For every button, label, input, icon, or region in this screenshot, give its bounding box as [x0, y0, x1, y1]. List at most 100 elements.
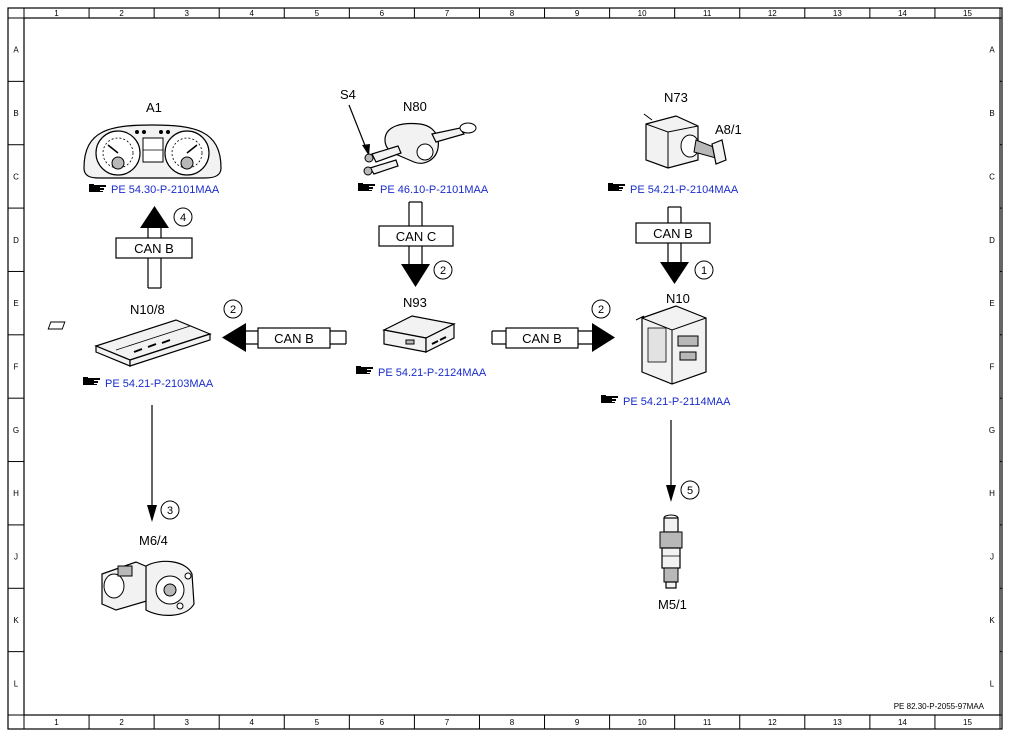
- a1-can-link: CAN B 4: [115, 206, 193, 289]
- left-can-link: CAN B 2: [222, 299, 347, 352]
- control-unit-n10-8: N10/8: [47, 302, 212, 367]
- control-unit-n10: N10: [635, 291, 707, 385]
- column-number: 11: [703, 9, 712, 18]
- column-number: 2: [119, 9, 124, 18]
- row-letter: K: [13, 616, 19, 625]
- row-letter: L: [14, 679, 19, 688]
- column-number: 3: [184, 718, 189, 727]
- row-letter: E: [13, 299, 18, 308]
- s4-label: S4: [340, 87, 356, 102]
- hand-pointer-icon: [356, 366, 373, 374]
- column-number: 8: [510, 9, 515, 18]
- n73-bus-label: CAN B: [653, 226, 693, 241]
- row-letter: E: [989, 299, 994, 308]
- n10-ref-text[interactable]: PE 54.21-P-2114MAA: [623, 396, 731, 408]
- a1-ref-text[interactable]: PE 54.30-P-2101MAA: [111, 184, 220, 196]
- column-number: 2: [119, 718, 124, 727]
- column-number: 13: [833, 718, 842, 727]
- column-number: 1: [54, 718, 59, 727]
- right-bus-label: CAN B: [522, 331, 562, 346]
- column-number: 5: [315, 718, 320, 727]
- n80-ref-text[interactable]: PE 46.10-P-2101MAA: [380, 184, 489, 196]
- column-number: 15: [963, 9, 972, 18]
- row-letter: F: [14, 363, 19, 372]
- n80-reference[interactable]: PE 46.10-P-2101MAA: [358, 183, 489, 196]
- sensor-m5-1: M5/1: [658, 514, 687, 612]
- column-number: 4: [250, 9, 255, 18]
- m5-1-label: M5/1: [658, 597, 687, 612]
- central-gateway-n93: N93: [382, 295, 456, 353]
- column-number: 5: [315, 9, 320, 18]
- n73-step-number: 1: [701, 265, 707, 277]
- column-number: 3: [184, 9, 189, 18]
- left-step-number: 2: [230, 304, 236, 316]
- left-bus-label: CAN B: [274, 331, 314, 346]
- column-number: 6: [380, 718, 385, 727]
- column-number: 15: [963, 718, 972, 727]
- right-step-number: 2: [598, 304, 604, 316]
- column-number: 14: [898, 9, 907, 18]
- n10-label: N10: [666, 291, 690, 306]
- m5-1-signal-line: 5: [666, 420, 700, 502]
- column-number: 9: [575, 718, 580, 727]
- column-number: 12: [768, 9, 777, 18]
- n93-reference[interactable]: PE 54.21-P-2124MAA: [356, 366, 487, 379]
- column-number: 9: [575, 9, 580, 18]
- row-letter: C: [13, 172, 19, 181]
- row-letter: G: [13, 426, 19, 435]
- row-letter: B: [13, 109, 18, 118]
- a1-reference[interactable]: PE 54.30-P-2101MAA: [89, 184, 220, 196]
- motor-m6-4: M6/4: [101, 533, 195, 616]
- n80-step-number: 2: [440, 265, 446, 277]
- row-letter: J: [14, 553, 18, 562]
- n73-can-link: CAN B 1: [635, 206, 714, 284]
- instrument-cluster-a1: A1: [83, 100, 222, 179]
- row-letter: D: [989, 236, 995, 245]
- ignition-switch-n73: N73 A8/1: [643, 90, 742, 169]
- n10-8-ref-text[interactable]: PE 54.21-P-2103MAA: [105, 378, 214, 390]
- m6-4-signal-line: 3: [147, 405, 180, 522]
- n93-ref-text[interactable]: PE 54.21-P-2124MAA: [378, 367, 487, 379]
- column-number: 7: [445, 718, 450, 727]
- m6-4-step-number: 3: [167, 505, 173, 517]
- n80-can-link: CAN C 2: [378, 201, 454, 287]
- n80-bus-label: CAN C: [396, 229, 436, 244]
- column-number: 10: [638, 718, 647, 727]
- hand-pointer-icon: [601, 395, 618, 403]
- column-number: 4: [250, 718, 255, 727]
- n73-ref-text[interactable]: PE 54.21-P-2104MAA: [630, 184, 739, 196]
- row-letter: G: [989, 426, 995, 435]
- column-number: 8: [510, 718, 515, 727]
- right-can-link: CAN B 2: [491, 299, 615, 352]
- column-number: 10: [638, 9, 647, 18]
- hand-pointer-icon: [83, 377, 100, 385]
- column-number: 14: [898, 718, 907, 727]
- a1-bus-label: CAN B: [134, 241, 174, 256]
- row-letter: K: [989, 616, 995, 625]
- row-letter: F: [990, 363, 995, 372]
- n10-reference[interactable]: PE 54.21-P-2114MAA: [601, 395, 731, 408]
- column-number: 6: [380, 9, 385, 18]
- drawing-frame: [7, 7, 1003, 730]
- column-number: 7: [445, 9, 450, 18]
- row-letter: H: [13, 489, 19, 498]
- row-letter: D: [13, 236, 19, 245]
- n10-8-reference[interactable]: PE 54.21-P-2103MAA: [83, 377, 214, 390]
- m5-1-step-number: 5: [687, 485, 693, 497]
- n80-label: N80: [403, 99, 427, 114]
- row-letter: L: [990, 679, 995, 688]
- a1-label: A1: [146, 100, 162, 115]
- n73-label: N73: [664, 90, 688, 105]
- row-letter: J: [990, 553, 994, 562]
- n73-reference[interactable]: PE 54.21-P-2104MAA: [608, 183, 739, 196]
- a1-step-number: 4: [180, 212, 186, 224]
- drawing-number: PE 82.30-P-2055-97MAA: [894, 702, 985, 711]
- row-letter: C: [989, 172, 995, 181]
- row-letter: A: [989, 46, 995, 55]
- column-number: 11: [703, 718, 712, 727]
- n10-8-label: N10/8: [130, 302, 165, 317]
